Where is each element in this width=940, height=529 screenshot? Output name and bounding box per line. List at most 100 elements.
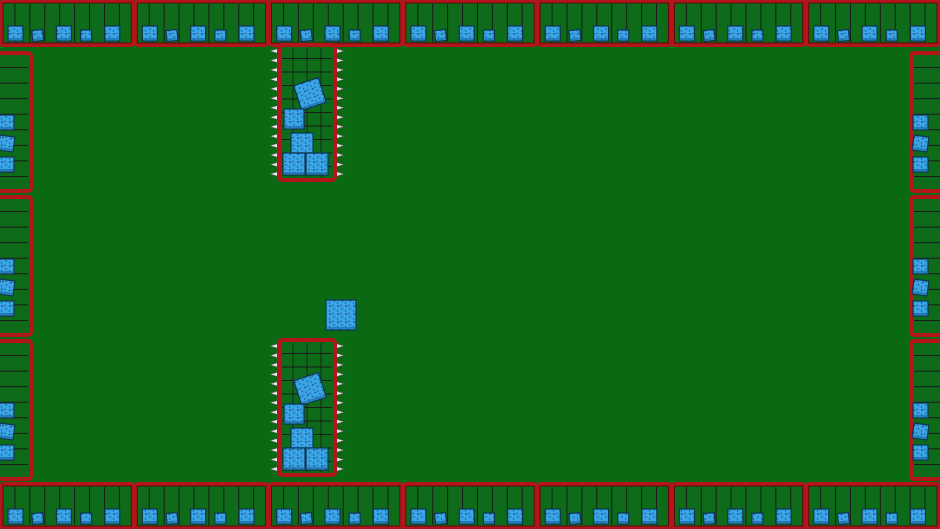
blue-block-icon	[775, 25, 792, 42]
blue-block-icon	[568, 511, 582, 526]
caged-blocks-icon	[909, 51, 940, 193]
blue-block-icon	[282, 447, 306, 471]
player-block-icon	[325, 299, 357, 331]
blue-block-icon	[165, 511, 179, 526]
blue-block-icon	[592, 25, 610, 42]
blue-block-icon	[912, 258, 929, 275]
blue-block-icon	[238, 508, 255, 525]
blue-block-icon	[909, 508, 927, 525]
blue-block-icon	[0, 422, 16, 441]
blue-block-icon	[238, 25, 255, 42]
blue-block-icon	[617, 29, 630, 42]
blue-block-icon	[190, 508, 207, 525]
blue-block-icon	[0, 300, 15, 317]
blue-block-icon	[0, 134, 16, 153]
spiked-crate-icon	[268, 338, 346, 477]
caged-blocks-icon	[909, 195, 940, 337]
blue-block-icon	[299, 511, 314, 526]
blue-block-icon	[283, 108, 305, 130]
blue-block-icon	[55, 508, 73, 525]
blue-block-icon	[214, 512, 227, 525]
blue-block-icon	[141, 508, 158, 525]
blue-block-icon	[0, 156, 15, 173]
blue-block-icon	[702, 511, 716, 526]
blue-block-icon	[861, 508, 878, 525]
blue-block-icon	[751, 512, 764, 525]
blue-block-icon	[324, 25, 341, 42]
blue-block-icon	[433, 511, 448, 526]
blue-block-icon	[544, 508, 561, 525]
blue-block-icon	[641, 508, 658, 525]
caged-blocks-icon	[804, 0, 940, 47]
blue-block-icon	[912, 114, 929, 131]
spiked-crate-icon	[268, 43, 346, 182]
blue-block-icon	[276, 25, 293, 42]
blue-block-icon	[813, 25, 830, 42]
blue-block-icon	[0, 402, 15, 419]
blue-block-icon	[861, 25, 878, 42]
caged-blocks-icon	[133, 0, 270, 47]
blue-block-icon	[282, 152, 306, 176]
caged-blocks-icon	[267, 0, 404, 47]
blue-block-icon	[0, 444, 15, 461]
blue-block-icon	[727, 508, 744, 525]
blue-block-icon	[702, 28, 716, 43]
blue-block-icon	[79, 29, 93, 42]
blue-block-icon	[433, 28, 448, 43]
spiked-obstacles	[268, 43, 346, 477]
blue-block-icon	[482, 512, 496, 525]
caged-blocks-icon	[0, 195, 33, 337]
blue-block-icon	[885, 29, 898, 42]
blue-block-icon	[751, 29, 764, 42]
caged-blocks-icon	[0, 51, 33, 193]
blue-block-icon	[55, 25, 73, 42]
blue-block-icon	[305, 152, 329, 176]
blue-block-icon	[348, 29, 361, 42]
blue-block-icon	[507, 508, 524, 525]
caged-blocks-icon	[0, 339, 33, 481]
blue-block-icon	[641, 25, 658, 42]
blue-block-icon	[79, 512, 93, 525]
caged-blocks-icon	[401, 0, 539, 47]
blue-block-icon	[458, 508, 475, 525]
blue-block-icon	[507, 25, 524, 42]
caged-blocks-icon	[133, 482, 270, 529]
blue-block-icon	[912, 444, 929, 461]
blue-block-icon	[482, 29, 496, 42]
blue-block-icon	[911, 422, 930, 441]
blue-block-icon	[31, 511, 45, 526]
blue-block-icon	[0, 258, 15, 275]
caged-blocks-icon	[0, 482, 136, 529]
blue-block-icon	[372, 25, 389, 42]
blue-block-icon	[190, 25, 207, 42]
blue-block-icon	[678, 25, 696, 42]
caged-blocks-icon	[0, 0, 136, 47]
blue-block-icon	[912, 402, 929, 419]
caged-blocks-icon	[670, 0, 807, 47]
blue-block-icon	[299, 28, 314, 43]
blue-block-icon	[283, 403, 305, 425]
caged-blocks-icon	[670, 482, 807, 529]
blue-block-icon	[276, 508, 293, 525]
blue-block-icon	[727, 25, 744, 42]
blue-block-icon	[104, 25, 121, 42]
blue-block-icon	[348, 512, 361, 525]
caged-blocks-icon	[536, 0, 673, 47]
blue-block-icon	[372, 508, 389, 525]
blue-block-icon	[592, 508, 610, 525]
blue-block-icon	[911, 278, 930, 297]
blue-block-icon	[7, 508, 24, 525]
player-area	[325, 299, 357, 331]
blue-block-icon	[885, 512, 898, 525]
caged-blocks-icon	[909, 339, 940, 481]
blue-block-icon	[775, 508, 792, 525]
blue-block-icon	[0, 278, 16, 297]
blue-block-icon	[141, 25, 158, 42]
blue-block-icon	[31, 28, 45, 43]
caged-blocks-icon	[401, 482, 539, 529]
blue-block-icon	[292, 76, 328, 112]
blue-block-icon	[165, 28, 179, 43]
blue-block-icon	[678, 508, 696, 525]
